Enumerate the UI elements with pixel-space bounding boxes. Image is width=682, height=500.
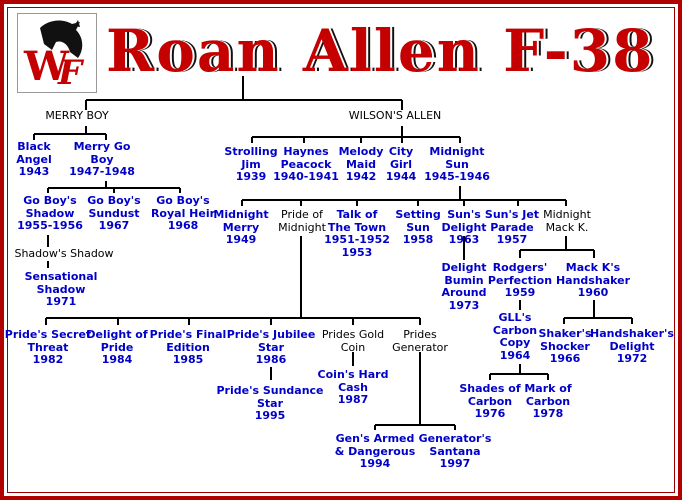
node-prides-sundance-star: Pride's Sundance Star 1995	[216, 384, 324, 422]
node-pride-of-midnight: Pride of Midnight	[278, 208, 326, 234]
node-shades-of-carbon: Shades of Carbon 1976	[459, 382, 521, 420]
node-suns-delight: Sun's Delight 1963	[441, 208, 487, 246]
node-merry-boy: MERRY BOY	[45, 109, 109, 122]
node-go-boys-shadow: Go Boy's Shadow 1955-1956	[17, 194, 83, 232]
node-haynes-peacock: Haynes Peacock 1940-1941	[273, 145, 339, 183]
node-sensational-shadow: Sensational Shadow 1971	[24, 270, 98, 308]
svg-text:W: W	[23, 43, 70, 90]
node-melody-maid: Melody Maid 1942	[338, 145, 384, 183]
node-delight-bumin-around: Delight Bumin Around 1973	[441, 261, 487, 312]
node-mack-ks-handshaker: Mack K's Handshaker 1960	[555, 261, 631, 299]
node-black-angel: Black Angel 1943	[16, 140, 52, 178]
node-gens-armed-dangerous: Gen's Armed & Dangerous 1994	[334, 432, 416, 470]
node-prides-gold-coin: Prides Gold Coin	[321, 328, 385, 354]
node-delight-of-pride: Delight of Pride 1984	[86, 328, 148, 366]
node-shadows-shadow: Shadow's Shadow	[14, 247, 114, 260]
svg-text:F: F	[57, 53, 85, 92]
node-mark-of-carbon: Mark of Carbon 1978	[524, 382, 572, 420]
node-prides-secret-threat: Pride's Secret Threat 1982	[4, 328, 92, 366]
node-go-boys-royal-heir: Go Boy's Royal Heir 1968	[150, 194, 216, 232]
wf-horse-logo-icon: W F	[17, 13, 97, 93]
node-wilsons-allen: WILSON'S ALLEN	[348, 109, 442, 122]
page-title: Roan Allen F-38	[106, 17, 655, 85]
node-setting-sun: Setting Sun 1958	[395, 208, 441, 246]
node-go-boys-sundust: Go Boy's Sundust 1967	[87, 194, 141, 232]
node-merry-go-boy: Merry Go Boy 1947-1948	[69, 140, 135, 178]
node-prides-jubilee-star: Pride's Jubilee Star 1986	[226, 328, 316, 366]
node-strolling-jim: Strolling Jim 1939	[224, 145, 278, 183]
node-gll-carbon-copy: GLL's Carbon Copy 1964	[492, 311, 538, 362]
node-prides-generator: Prides Generator	[392, 328, 448, 354]
node-city-girl: City Girl 1944	[385, 145, 417, 183]
node-handshakers-delight: Handshaker's Delight 1972	[590, 327, 674, 365]
node-midnight-mack-k: Midnight Mack K.	[543, 208, 591, 234]
node-generators-santana: Generator's Santana 1997	[418, 432, 492, 470]
node-rodgers-perfection: Rodgers' Perfection 1959	[487, 261, 553, 299]
node-midnight-sun: Midnight Sun 1945-1946	[424, 145, 490, 183]
page-frame-inner-border	[7, 7, 675, 493]
node-suns-jet-parade: Sun's Jet Parade 1957	[484, 208, 540, 246]
node-shakers-shocker: Shaker's Shocker 1966	[538, 327, 592, 365]
node-midnight-merry: Midnight Merry 1949	[213, 208, 269, 246]
node-talk-of-the-town: Talk of The Town 1951-1952 1953	[324, 208, 390, 259]
node-prides-final-edition: Pride's Final Edition 1985	[149, 328, 227, 366]
node-coins-hard-cash: Coin's Hard Cash 1987	[317, 368, 389, 406]
